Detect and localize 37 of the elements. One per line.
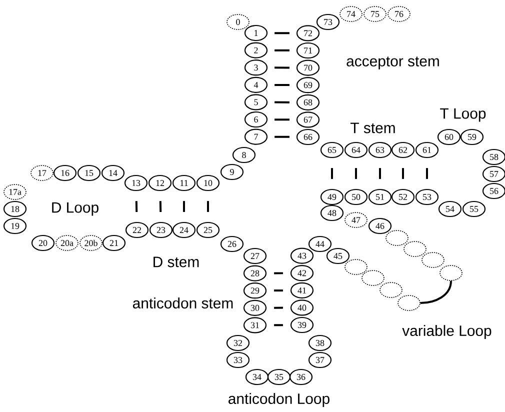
base-pair-bar <box>355 168 357 179</box>
loop-curve <box>420 280 452 304</box>
region-label: anticodon Loop <box>228 393 330 407</box>
empty-nucleotide-ellipse <box>344 259 368 275</box>
region-label: acceptor stem <box>346 56 439 70</box>
base-pair-bar <box>274 324 283 326</box>
base-pair-bar <box>402 168 404 179</box>
region-label: D stem <box>154 256 199 268</box>
region-label: variable Loop <box>402 325 492 339</box>
empty-nucleotide-ellipse <box>380 282 402 298</box>
empty-nucleotide-ellipse <box>362 270 384 286</box>
base-pair-bar <box>426 168 428 179</box>
base-pair-bar <box>274 49 290 52</box>
empty-nucleotide-ellipse <box>404 241 426 257</box>
region-label: T Loop <box>440 108 486 122</box>
base-pair-bar <box>274 84 290 86</box>
base-pair-bar <box>183 201 185 212</box>
base-pair-bar <box>331 168 333 179</box>
empty-nucleotide-ellipse <box>422 252 444 268</box>
empty-nucleotide-ellipse <box>440 265 462 281</box>
base-pair-bar <box>274 272 283 274</box>
base-pair-bar <box>274 32 290 34</box>
base-pair-bar <box>135 201 138 212</box>
base-pair-bar <box>207 201 209 212</box>
base-pair-bar <box>274 118 290 121</box>
base-pair-bar <box>159 201 162 212</box>
empty-nucleotide-ellipse <box>386 230 408 246</box>
base-pair-bar <box>274 101 290 104</box>
base-pair-bar <box>274 136 290 138</box>
empty-nucleotide-ellipse <box>398 295 420 311</box>
region-label: T stem <box>350 122 395 134</box>
region-label: D Loop <box>52 202 98 216</box>
base-pair-bar <box>274 306 283 309</box>
base-pair-bar <box>379 168 381 179</box>
base-pair-bar <box>274 289 283 292</box>
base-pair-bar <box>274 66 290 69</box>
region-label: anticodon stem <box>132 298 233 308</box>
